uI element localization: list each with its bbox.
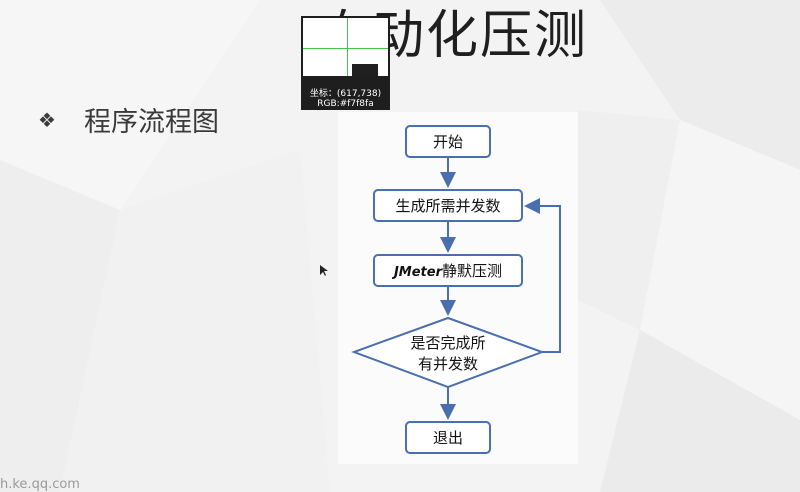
- color-picker-magnifier: [303, 18, 388, 76]
- color-picker-overlay: 坐标：(617,738) RGB:#f7f8fa: [301, 16, 390, 110]
- diamond-bullet-icon: ❖: [38, 107, 56, 132]
- decision-node-line2: 有并发数: [418, 355, 478, 373]
- crosshair-vertical: [347, 18, 348, 76]
- crosshair-horizontal: [303, 48, 388, 49]
- generate-node-label: 生成所需并发数: [395, 197, 500, 215]
- jmeter-node-label: JMeter静默压测: [391, 262, 502, 280]
- exit-node-label: 退出: [433, 429, 463, 447]
- jmeter-node-suffix: 静默压测: [442, 262, 502, 280]
- flowchart-panel: [338, 112, 578, 464]
- start-node-label: 开始: [433, 133, 463, 151]
- arrow-loop-back: [524, 198, 561, 353]
- mouse-pointer-icon: [320, 265, 328, 276]
- jmeter-node-prefix: JMeter: [391, 265, 444, 280]
- magnified-pixels: [352, 64, 378, 76]
- color-picker-rgb: RGB:#f7f8fa: [317, 99, 374, 109]
- bullet-item: ❖ 程序流程图: [38, 100, 219, 139]
- exit-node: [405, 421, 491, 454]
- flowchart: 开始 生成所需并发数 JMeter静默压测 是否完成所 有并发数 退出: [351, 125, 561, 454]
- color-picker-coords: 坐标：(617,738): [309, 89, 382, 99]
- watermark: h.ke.qq.com: [0, 477, 80, 492]
- decision-node-line1: 是否完成所: [410, 334, 485, 352]
- decision-node: [351, 316, 545, 389]
- bullet-label: 程序流程图: [84, 107, 219, 138]
